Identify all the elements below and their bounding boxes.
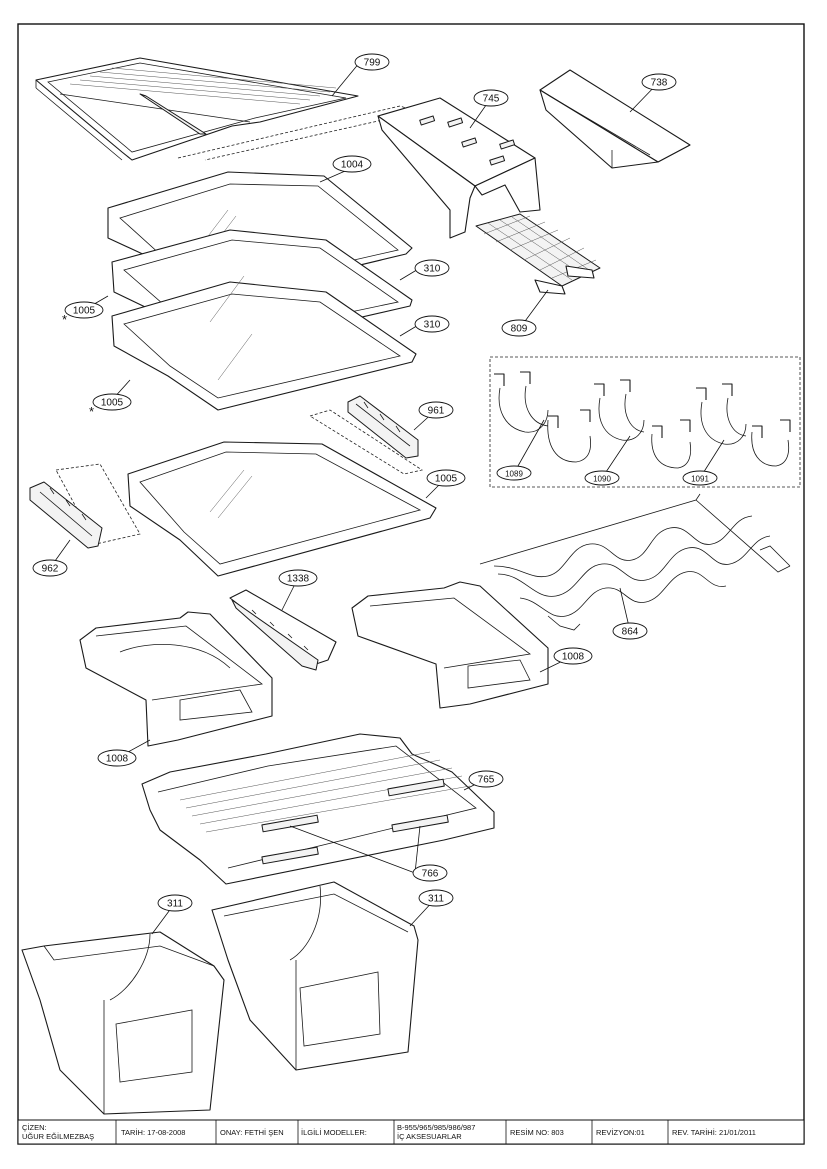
part-1091-holder [696, 383, 791, 467]
drawn-by-name: UĞUR EĞİLMEZBAŞ [22, 1132, 94, 1141]
asterisk-mark-2: * [89, 404, 94, 419]
svg-text:961: 961 [428, 406, 445, 417]
callout-labels: 799 738 745 1004 310 310 1005 1005 809 9… [32, 53, 718, 912]
part-311-bin-left [21, 931, 225, 1115]
part-738-door-bin [539, 69, 691, 169]
part-1008-drawer-right [351, 581, 549, 709]
callout-1008-left: 1008 [97, 749, 137, 767]
svg-text:311: 311 [167, 899, 183, 910]
callout-1089: 1089 [496, 465, 532, 481]
callout-745: 745 [473, 89, 509, 107]
models-value: B-955/965/985/986/987 [397, 1123, 475, 1132]
revision-field: REVİZYON:01 [596, 1128, 645, 1137]
svg-text:1090: 1090 [593, 475, 611, 484]
callout-1338: 1338 [278, 569, 318, 587]
callout-1090: 1090 [584, 470, 620, 486]
svg-text:1005: 1005 [73, 306, 96, 317]
svg-text:1008: 1008 [106, 754, 129, 765]
drawing-number: RESİM NO: 803 [510, 1128, 564, 1137]
callout-765: 765 [468, 770, 504, 788]
callout-1004: 1004 [332, 155, 372, 173]
svg-text:745: 745 [483, 94, 500, 105]
part-1090-holder [594, 379, 692, 469]
svg-text:310: 310 [424, 264, 441, 275]
svg-text:809: 809 [511, 324, 528, 335]
approval-field: ONAY: FETHİ ŞEN [220, 1128, 284, 1137]
svg-text:799: 799 [364, 58, 381, 69]
svg-text:738: 738 [651, 78, 668, 89]
svg-text:310: 310 [424, 320, 441, 331]
callout-962: 962 [32, 559, 68, 577]
callout-310-lower: 310 [414, 315, 450, 333]
callout-809: 809 [501, 319, 537, 337]
svg-text:1091: 1091 [691, 475, 709, 484]
callout-1005-middle: 1005 [92, 393, 132, 411]
asterisk-mark-1: * [62, 312, 67, 327]
svg-text:864: 864 [622, 627, 639, 638]
callout-311-left: 311 [157, 894, 193, 912]
part-311-bin-right [211, 881, 419, 1071]
part-961-bracket [309, 395, 424, 475]
part-1005-lower-shelf [55, 441, 437, 577]
svg-text:1004: 1004 [341, 160, 364, 171]
part-310-1005-shelf-stack [111, 229, 417, 411]
svg-text:311: 311 [428, 894, 444, 905]
callout-1008-right: 1008 [553, 647, 593, 665]
drawn-by-label: ÇİZEN: [22, 1123, 47, 1132]
callout-766: 766 [412, 864, 448, 882]
callout-311-right: 311 [418, 889, 454, 907]
part-1338-rail [229, 589, 337, 671]
callout-738: 738 [641, 73, 677, 91]
bottle-holder-group [489, 356, 801, 488]
part-962-bracket [29, 481, 103, 549]
callout-799: 799 [354, 53, 390, 71]
models-label: İLGİLİ MODELLER: [301, 1128, 367, 1137]
title-block: ÇİZEN: UĞUR EĞİLMEZBAŞ TARİH: 17-08-2008… [17, 1119, 805, 1145]
part-1089-holder [494, 371, 592, 463]
part-1008-drawer-left [79, 611, 273, 747]
drawing-title: İÇ AKSESUARLAR [397, 1132, 462, 1141]
part-799-top-shelf [35, 57, 420, 161]
date-field: TARİH: 17-08-2008 [121, 1128, 185, 1137]
svg-text:1008: 1008 [562, 652, 585, 663]
part-765-crisper-cover [141, 733, 495, 885]
svg-text:1089: 1089 [505, 470, 523, 479]
callout-310-upper: 310 [414, 259, 450, 277]
callout-961: 961 [418, 401, 454, 419]
part-745-ice-box [377, 97, 541, 239]
callout-1005-upper: 1005 [64, 301, 104, 319]
svg-text:962: 962 [42, 564, 59, 575]
part-864-wine-rack [479, 493, 791, 631]
callout-1091: 1091 [682, 470, 718, 486]
part-809-ice-tray [475, 213, 601, 295]
svg-text:766: 766 [422, 869, 439, 880]
svg-text:1338: 1338 [287, 574, 310, 585]
callout-1005-lower: 1005 [426, 469, 466, 487]
revision-date: REV. TARİHİ: 21/01/2011 [672, 1128, 756, 1137]
callout-864: 864 [612, 622, 648, 640]
svg-text:1005: 1005 [435, 474, 458, 485]
svg-text:765: 765 [478, 775, 495, 786]
svg-text:1005: 1005 [101, 398, 124, 409]
